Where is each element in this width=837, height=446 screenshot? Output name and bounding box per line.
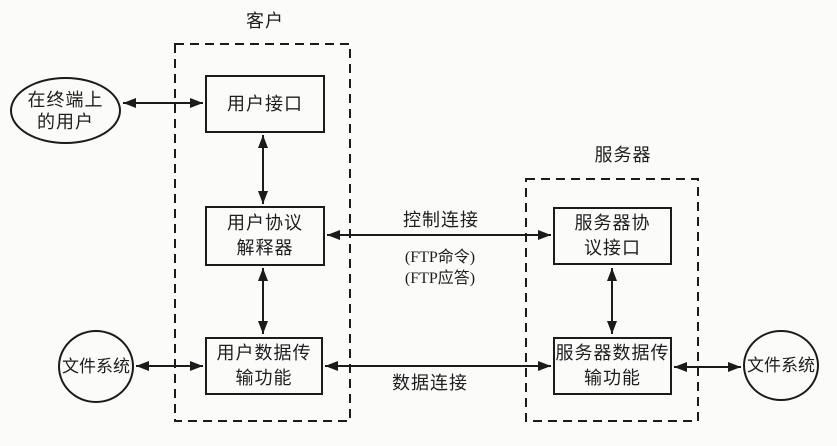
ftp-reply-label: (FTP应答) (404, 270, 476, 287)
file-system-left-circle: 文件系统 (58, 330, 134, 403)
user-data-transfer-label-line2: 输功能 (235, 368, 293, 388)
server-data-transfer-box: 服务器数据传 输功能 (553, 337, 672, 395)
user-interface-label: 用户接口 (227, 93, 303, 114)
user-protocol-interpreter-box: 用户协议 解释器 (205, 206, 325, 266)
terminal-user-ellipse: 在终端上 的用户 (10, 77, 121, 144)
user-data-transfer-label-line1: 用户数据传 (216, 343, 312, 363)
server-data-transfer-label-line1: 服务器数据传 (555, 343, 670, 363)
file-system-right-circle: 文件系统 (743, 330, 819, 401)
server-protocol-interface-box: 服务器协 议接口 (553, 207, 672, 265)
data-connection-label: 数据连接 (392, 373, 468, 393)
server-group-title: 服务器 (594, 145, 652, 165)
terminal-user-label-line2: 的用户 (37, 111, 94, 132)
server-data-transfer-label-line2: 输功能 (584, 368, 641, 388)
user-protocol-interpreter-label-line1: 用户协议 (227, 213, 303, 233)
file-system-left-label: 文件系统 (62, 357, 130, 376)
user-data-transfer-box: 用户数据传 输功能 (205, 337, 323, 395)
terminal-user-label-line1: 在终端上 (27, 89, 104, 110)
ftp-command-label: (FTP命令) (404, 249, 476, 266)
client-group-title: 客户 (246, 11, 284, 31)
user-protocol-interpreter-label-line2: 解释器 (236, 238, 294, 258)
server-protocol-interface-label-line1: 服务器协 (574, 213, 651, 233)
control-connection-label: 控制连接 (403, 210, 479, 230)
file-system-right-label: 文件系统 (747, 356, 815, 375)
server-protocol-interface-label-line2: 议接口 (584, 238, 641, 258)
user-interface-box: 用户接口 (205, 75, 325, 133)
server-group-boundary (525, 178, 699, 422)
